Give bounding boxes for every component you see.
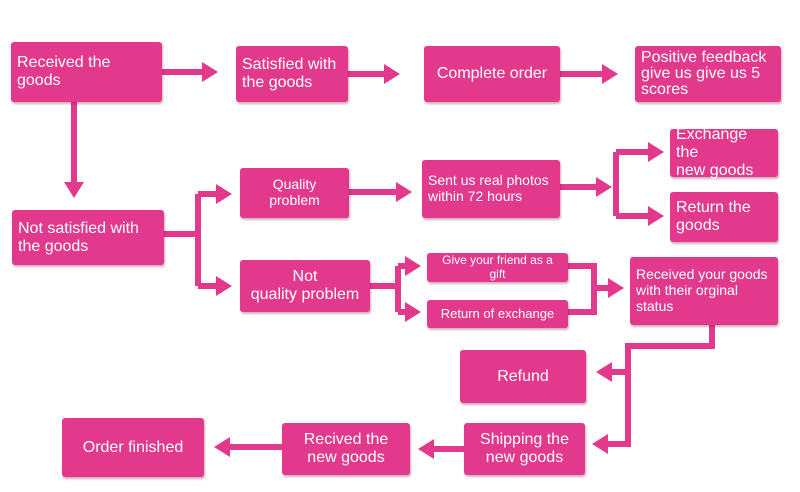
arrow-received-to-not-satisfied-head (64, 182, 84, 198)
arrow-to-exchange-head (648, 142, 664, 162)
arrow-to-not-quality-problem-head (216, 276, 232, 296)
node-sent-photos: Sent us real photos within 72 hours (422, 160, 560, 218)
arrow-shipping-to-recived-head (418, 439, 434, 459)
node-return-goods: Return the goods (670, 192, 778, 242)
arrow-to-quality-problem-head (216, 184, 232, 204)
node-quality-problem: Quality problem (240, 168, 349, 218)
arrow-photos-to-branch-head (596, 177, 612, 197)
node-received-goods: Received the goods (11, 42, 162, 102)
arrow-quality-to-photos-head (396, 182, 412, 202)
node-received-original: Received your goods with their orginal s… (630, 257, 778, 325)
node-shipping-new: Shipping the new goods (464, 423, 585, 475)
node-exchange-new: Exchange the new goods (670, 126, 778, 179)
node-return-exchange: Return of exchange (427, 300, 568, 328)
node-satisfied: Satisfied with the goods (236, 46, 348, 102)
node-gift: Give your friend as a gift (427, 253, 568, 282)
node-refund: Refund (460, 350, 586, 403)
arrow-complete-to-feedback-head (602, 64, 618, 84)
connector-original-down (612, 325, 715, 447)
arrow-layer (64, 62, 715, 459)
connector-merge (568, 263, 597, 315)
arrow-to-return-exchange-head (405, 302, 421, 322)
arrow-recived-to-finished-head (214, 437, 230, 457)
arrow-to-gift-head (405, 256, 421, 276)
node-order-finished: Order finished (62, 418, 204, 477)
node-not-quality-problem: Not quality problem (240, 260, 370, 312)
arrow-merge-to-received-original-head (608, 278, 624, 298)
node-positive-feedback: Positive feedback give us give us 5 scor… (635, 46, 781, 102)
arrow-received-to-satisfied-head (202, 62, 218, 82)
arrow-to-return-head (648, 206, 664, 226)
arrow-to-shipping-head (592, 434, 608, 454)
node-complete-order: Complete order (424, 46, 560, 102)
arrow-satisfied-to-complete-head (384, 64, 400, 84)
node-recived-new: Recived the new goods (282, 423, 410, 475)
arrow-to-refund-head (596, 362, 612, 382)
node-not-satisfied: Not satisfied with the goods (12, 210, 164, 265)
